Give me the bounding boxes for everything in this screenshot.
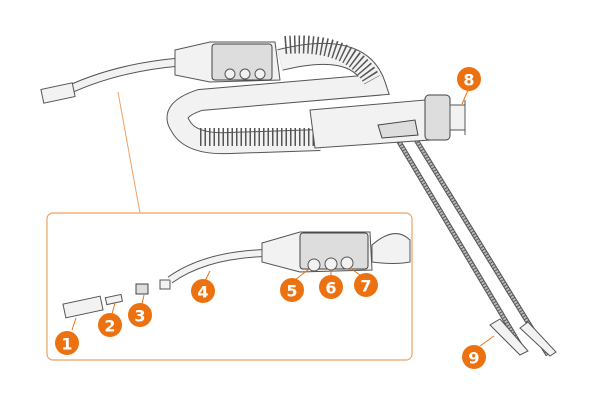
callout-1: 1 — [55, 331, 79, 355]
callout-label: 6 — [325, 279, 336, 298]
callout-5: 5 — [280, 278, 304, 302]
callout-label: 7 — [360, 277, 371, 296]
detail-inset-box — [46, 212, 413, 361]
main-torch — [40, 35, 557, 357]
part-nozzle — [62, 295, 104, 319]
callout-3: 3 — [128, 303, 152, 327]
callout-4: 4 — [191, 279, 215, 303]
callout-9: 9 — [462, 345, 486, 369]
part-contact-tip — [104, 293, 124, 306]
callout-label: 9 — [468, 349, 479, 368]
callout-2: 2 — [98, 313, 122, 337]
callout-leaders — [71, 89, 495, 347]
part-tip-holder — [135, 283, 149, 295]
callout-label: 2 — [104, 317, 115, 336]
inset-parts — [62, 231, 411, 319]
callout-label: 1 — [61, 335, 72, 354]
callout-6: 6 — [319, 275, 343, 299]
callout-7: 7 — [354, 273, 378, 297]
callout-label: 5 — [286, 282, 297, 301]
inset-leader-line — [117, 91, 141, 214]
callout-label: 8 — [463, 71, 474, 90]
callout-label: 4 — [197, 283, 208, 302]
callout-label: 3 — [134, 307, 145, 326]
part-gas-diffuser — [159, 279, 171, 290]
callout-8: 8 — [457, 67, 481, 91]
